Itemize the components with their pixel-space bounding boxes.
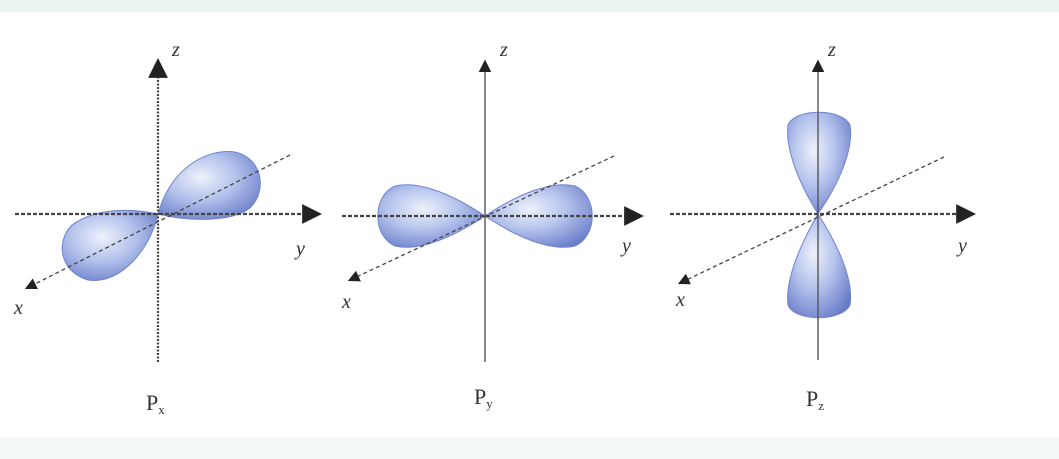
pz-y-label: y [956, 235, 967, 257]
pz-z-label: z [827, 39, 836, 61]
pz-x-label: x [675, 289, 685, 311]
panel-py: z y x Py [341, 39, 644, 411]
px-z-label: z [171, 39, 180, 61]
pz-lobe-lower [787, 213, 852, 319]
px-x-axis [24, 154, 291, 290]
px-x-label: x [13, 297, 23, 319]
px-lobe-upper [157, 151, 261, 220]
px-y-label: y [294, 238, 305, 260]
py-lobe-right [484, 184, 593, 248]
pz-lobe-upper [787, 111, 852, 215]
top-band [0, 0, 1059, 12]
px-panel-label: Px [146, 390, 165, 417]
bottom-band [0, 437, 1059, 459]
py-lobe-left [377, 184, 486, 248]
pz-panel-label: Pz [806, 386, 824, 413]
py-x-label: x [341, 291, 351, 313]
panel-pz: z y x Pz [670, 39, 976, 413]
px-lobe-lower [61, 209, 159, 281]
py-z-label: z [499, 39, 508, 61]
panel-px: z y x Px [13, 39, 322, 417]
py-y-label: y [620, 235, 631, 257]
py-panel-label: Py [474, 384, 493, 411]
